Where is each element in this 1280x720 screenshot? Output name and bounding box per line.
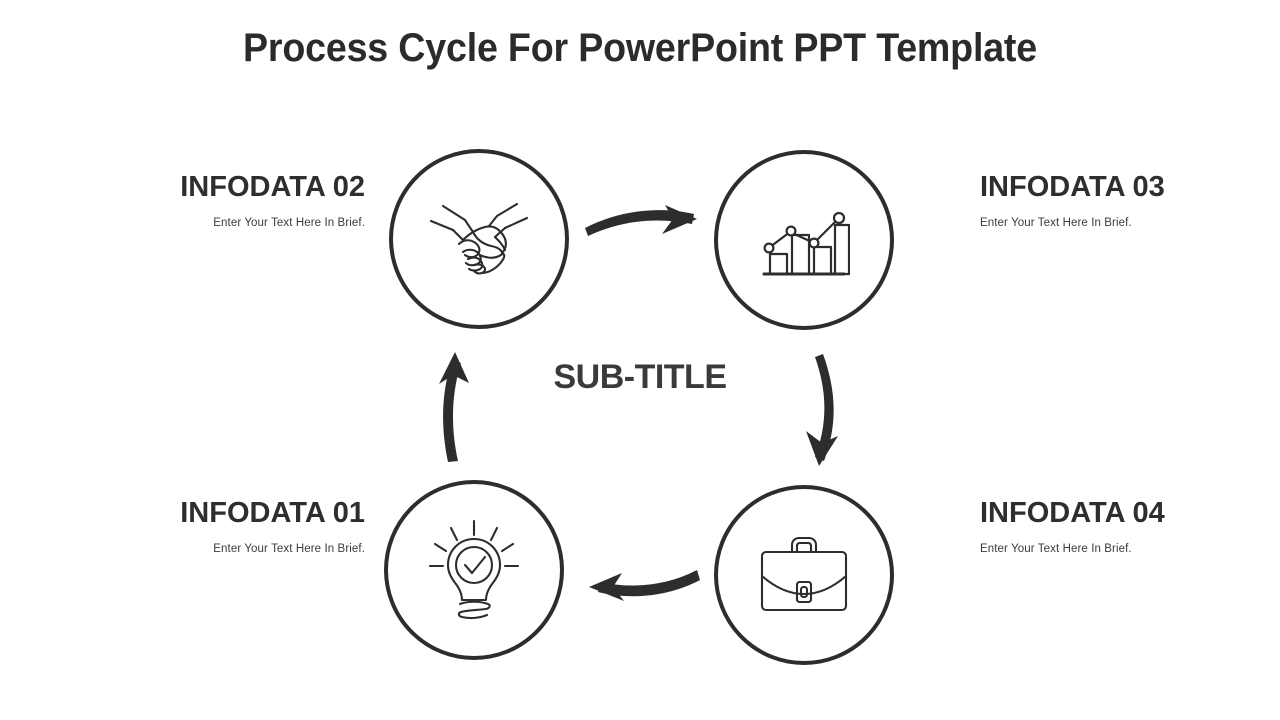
bar-chart-growth-icon <box>758 198 850 282</box>
node-circle-infodata-01[interactable] <box>384 480 564 660</box>
label-infodata-04-desc: Enter Your Text Here In Brief. <box>980 542 1132 555</box>
label-infodata-01: INFODATA 01 Enter Your Text Here In Brie… <box>25 497 365 555</box>
briefcase-icon <box>756 532 852 618</box>
label-infodata-03-title: INFODATA 03 <box>980 171 1165 203</box>
label-infodata-03: INFODATA 03 Enter Your Text Here In Brie… <box>980 171 1280 229</box>
node-circle-infodata-03[interactable] <box>714 150 894 330</box>
label-infodata-03-desc: Enter Your Text Here In Brief. <box>980 216 1132 229</box>
label-infodata-02-title: INFODATA 02 <box>180 171 365 203</box>
label-infodata-01-desc: Enter Your Text Here In Brief. <box>213 542 365 555</box>
arrow-top-right-icon <box>585 205 697 236</box>
label-infodata-02: INFODATA 02 Enter Your Text Here In Brie… <box>25 171 365 229</box>
node-circle-infodata-02[interactable] <box>389 149 569 329</box>
lightbulb-check-icon <box>424 517 524 623</box>
node-circle-infodata-04[interactable] <box>714 485 894 665</box>
handshake-icon <box>423 196 535 282</box>
arrow-bottom-left-icon <box>589 570 700 601</box>
label-infodata-04-title: INFODATA 04 <box>980 497 1165 529</box>
center-sub-title: SUB-TITLE <box>553 358 727 396</box>
label-infodata-02-desc: Enter Your Text Here In Brief. <box>213 216 365 229</box>
label-infodata-01-title: INFODATA 01 <box>180 497 365 529</box>
label-infodata-04: INFODATA 04 Enter Your Text Here In Brie… <box>980 497 1280 555</box>
page-title: Process Cycle For PowerPoint PPT Templat… <box>243 26 1037 70</box>
